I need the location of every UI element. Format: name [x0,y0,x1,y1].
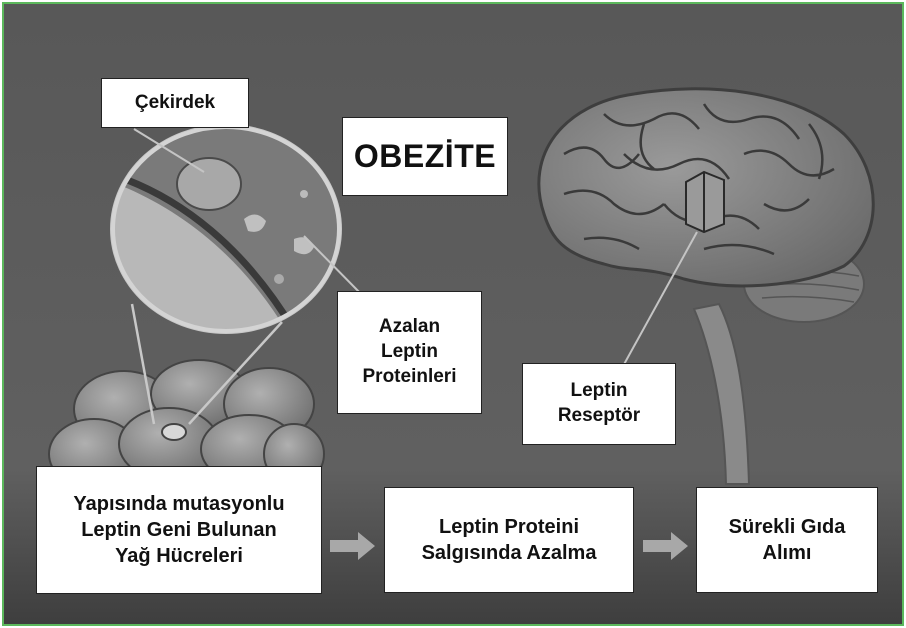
flow-step-mutated-fat-cells: Yapısında mutasyonlu Leptin Geni Bulunan… [36,466,322,594]
label-nucleus: Çekirdek [101,78,249,128]
label-leptin-receptor-text: Leptin Reseptör [558,379,640,428]
arrow-right-icon [643,531,689,561]
page-title: OBEZİTE [342,117,508,196]
arrow-right-icon [330,531,376,561]
flow-step-reduced-leptin-secretion: Leptin Proteini Salgısında Azalma [384,487,634,593]
label-leptin-receptor: Leptin Reseptör [522,363,676,445]
flow-step-2-text: Leptin Proteini Salgısında Azalma [422,514,597,566]
title-text: OBEZİTE [354,136,496,178]
label-reduced-leptin-text: Azalan Leptin Proteinleri [363,315,457,389]
label-nucleus-text: Çekirdek [135,91,215,116]
flow-step-continuous-food-intake: Sürekli Gıda Alımı [696,487,878,593]
flow-step-1-text: Yapısında mutasyonlu Leptin Geni Bulunan… [73,491,284,569]
label-reduced-leptin-proteins: Azalan Leptin Proteinleri [337,291,482,414]
flow-step-3-text: Sürekli Gıda Alımı [729,514,846,566]
